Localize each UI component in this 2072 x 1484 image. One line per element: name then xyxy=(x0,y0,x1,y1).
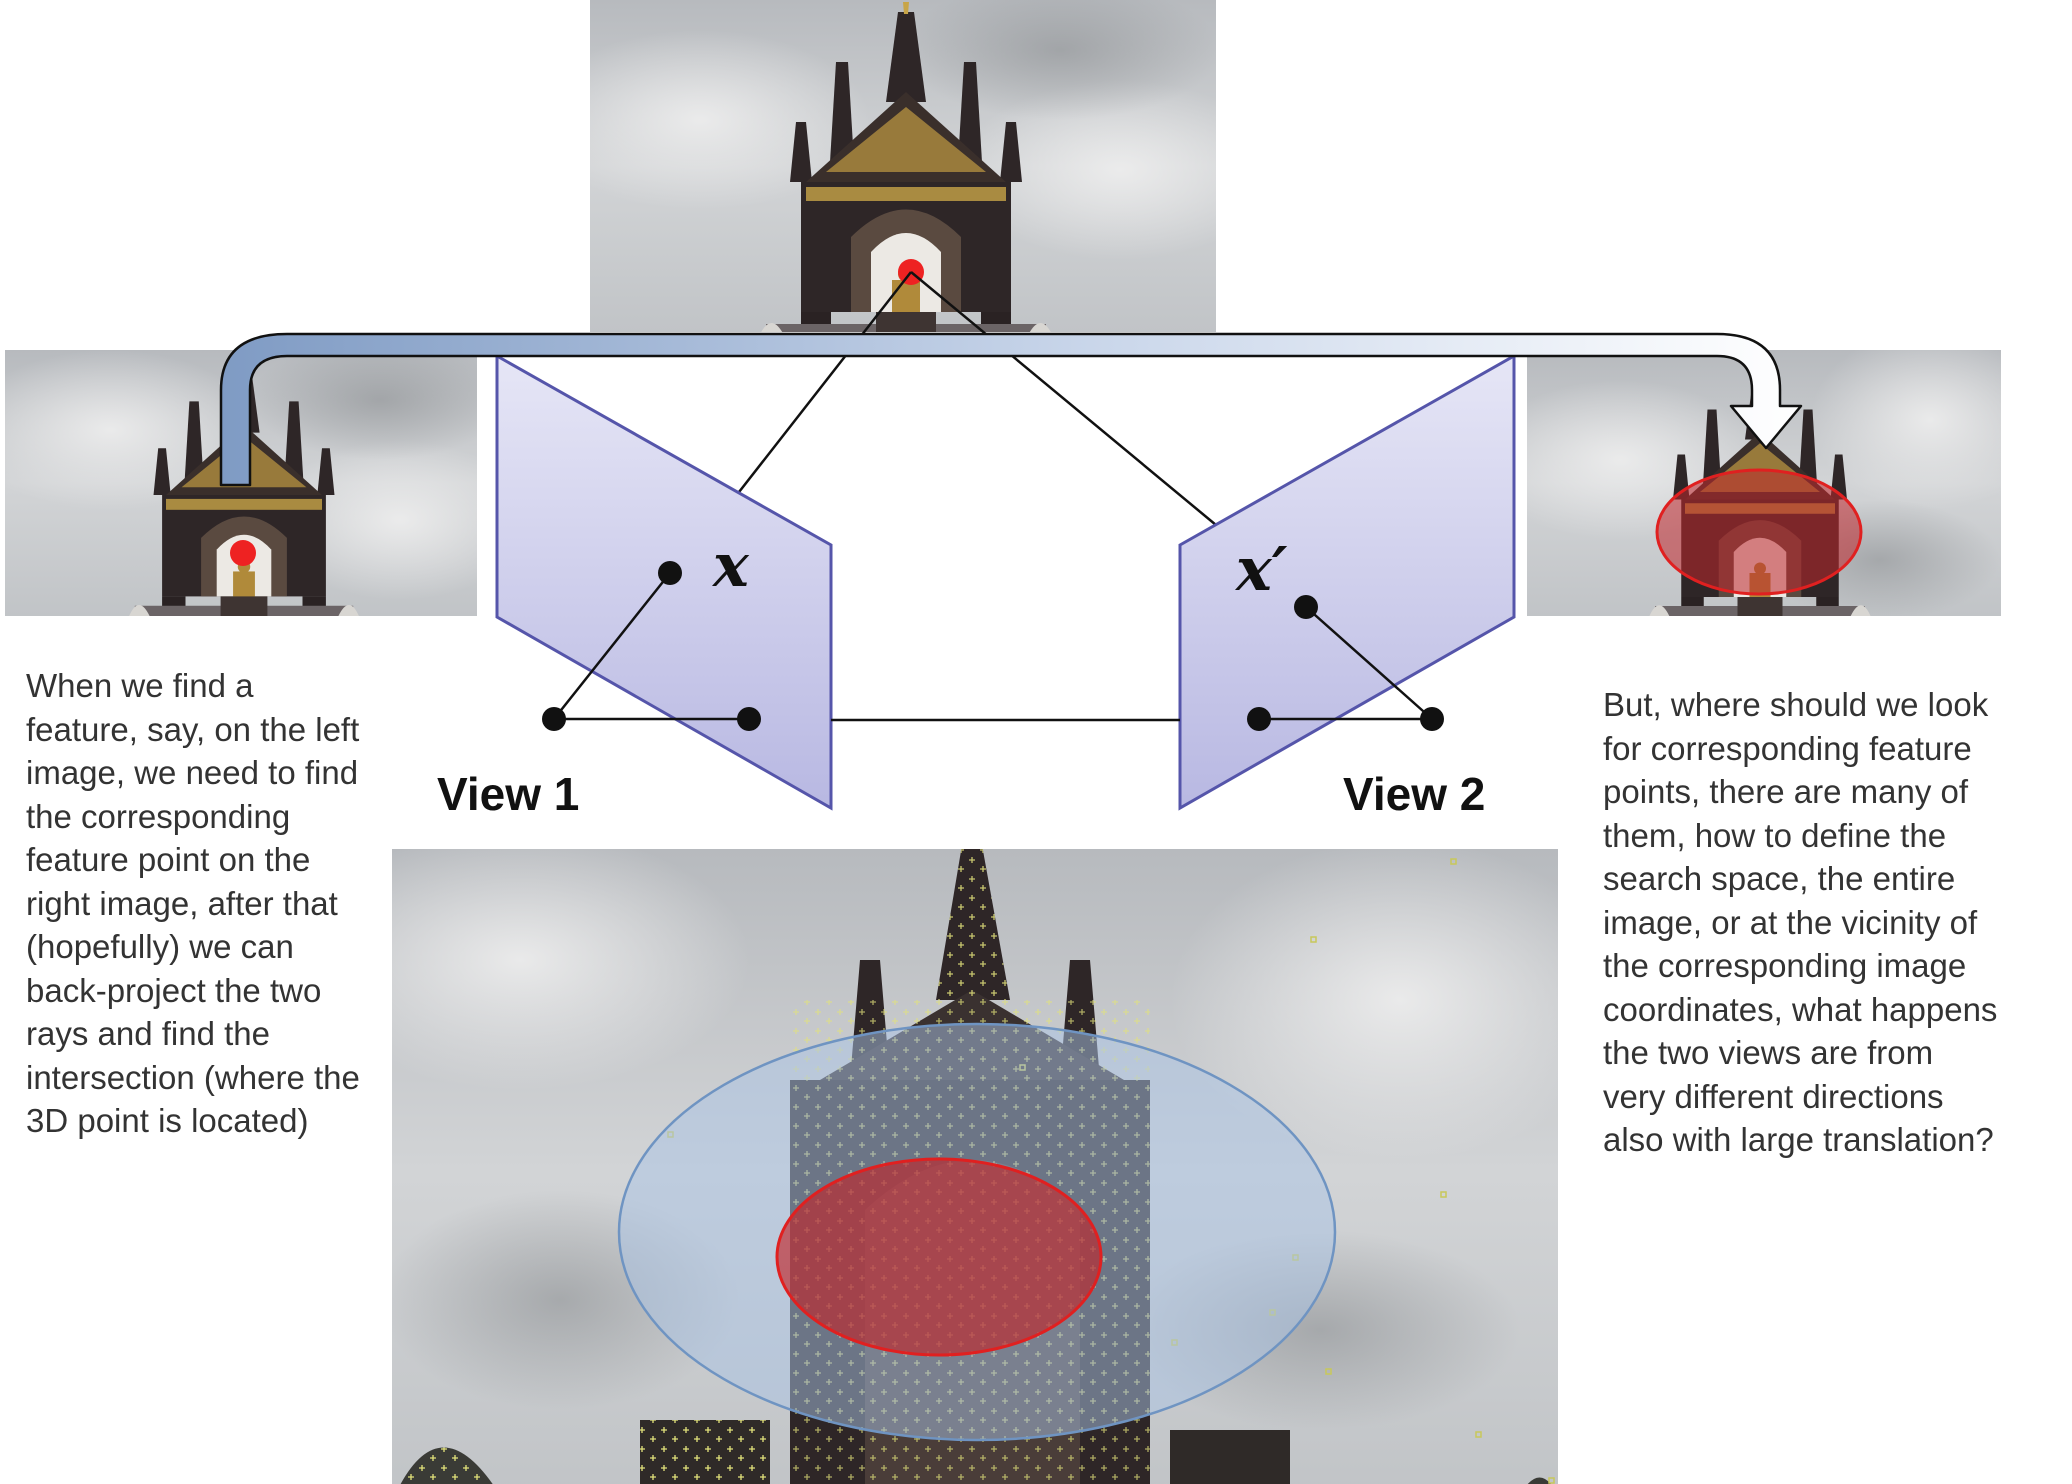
label-x: x xyxy=(711,531,750,601)
label-x-prime: x′ xyxy=(1234,535,1288,605)
caption-left: When we find a feature, say, on the left… xyxy=(26,667,360,1139)
camera-center-2 xyxy=(1420,707,1444,731)
search-region-small xyxy=(775,1157,1103,1357)
principal-point-2 xyxy=(1247,707,1271,731)
image-plane-view2 xyxy=(1178,353,1516,811)
view2-label: View 2 xyxy=(1343,768,1485,820)
view1-label: View 1 xyxy=(437,768,579,820)
top-photo xyxy=(590,0,1216,332)
search-region-right xyxy=(1655,468,1863,596)
right-photo xyxy=(1527,350,2001,616)
feature-point-left xyxy=(230,540,256,566)
left-photo xyxy=(5,350,477,616)
principal-point-1 xyxy=(737,707,761,731)
epipolar-geometry: x x′ View 1 View 2 xyxy=(437,271,1516,820)
image-point-x-prime xyxy=(1294,595,1318,619)
caption-right: But, where should we look for correspond… xyxy=(1603,686,1998,1158)
image-point-x xyxy=(658,561,682,585)
camera-center-1 xyxy=(542,707,566,731)
bottom-photo-features xyxy=(392,849,1558,1484)
curved-arrow-icon xyxy=(219,332,1803,487)
